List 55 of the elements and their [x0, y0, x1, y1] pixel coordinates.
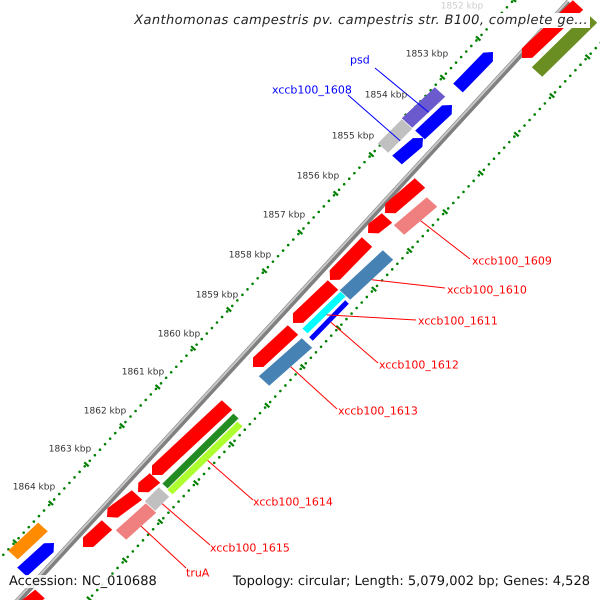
- gene-bar: [340, 250, 394, 300]
- scale-label: 1861 kbp: [122, 368, 164, 378]
- gene-bar: [116, 503, 156, 540]
- gene-label: psd: [350, 54, 370, 66]
- gene-bar: [144, 487, 170, 511]
- gene-bar: [378, 119, 412, 153]
- scale-label: 1862 kbp: [84, 408, 126, 416]
- scale-label: 1856 kbp: [296, 172, 340, 182]
- gene-block: [152, 400, 232, 475]
- scale-label: 1855 kbp: [332, 132, 374, 142]
- gene-block: [385, 178, 426, 214]
- gene-block: [107, 490, 142, 518]
- leader-line: [330, 322, 378, 364]
- gene-label: xccb100_1615: [210, 542, 290, 554]
- gene-label: xccb100_1614: [253, 496, 333, 508]
- info-text: Topology: circular; Length: 5,079,002 bp; Genes: 4,528: [232, 575, 590, 588]
- gene-bar: [394, 197, 438, 235]
- leader-line: [326, 314, 416, 320]
- gene-bar: [162, 414, 239, 488]
- gene-bar: [167, 422, 243, 494]
- gene-label: xccb100_1612: [379, 360, 459, 370]
- gene-label: xccb100_1610: [447, 284, 527, 296]
- leader-line: [348, 94, 401, 142]
- scale-label: 1854 kbp: [364, 92, 408, 100]
- gene-block: [83, 520, 112, 547]
- gene-block: [330, 237, 372, 280]
- gene-block: [453, 52, 493, 92]
- gene-block: [415, 105, 452, 140]
- gene-label: xccb100_1611: [418, 316, 498, 326]
- gene-bar: [258, 338, 312, 386]
- gene-block: [368, 213, 392, 234]
- scale-label: 1863 kbp: [48, 446, 92, 454]
- leader-line: [162, 503, 210, 546]
- gene-block: [17, 543, 54, 576]
- gene-label: xccb100_1613: [338, 406, 418, 416]
- info-text: Accession: NC_010688: [9, 575, 157, 588]
- gene-block: [392, 138, 423, 164]
- title: Xanthomonas campestris pv. campestris str. B100, complete ge...: [132, 13, 590, 28]
- gene-bar: [309, 300, 349, 341]
- gene-block: [253, 325, 298, 367]
- gene-label: xccb100_1608: [272, 84, 352, 96]
- scale-label: 1859 kbp: [196, 292, 238, 300]
- scale-label: 1864 kbp: [12, 484, 56, 492]
- scale-label: 1857 kbp: [262, 212, 306, 220]
- scale-label: 1853 kbp: [406, 50, 448, 60]
- gene-block: [292, 280, 338, 323]
- leader-line: [371, 279, 446, 288]
- scale-label: 1858 kbp: [228, 252, 272, 260]
- gene-label: xccb100_1609: [472, 256, 552, 266]
- scale-label: 1860 kbp: [158, 330, 200, 340]
- gene-bar: [302, 292, 346, 334]
- gene-bar: [8, 522, 48, 560]
- gene-block: [138, 473, 160, 492]
- leader-line: [290, 366, 338, 410]
- gene-label: truA: [186, 568, 210, 578]
